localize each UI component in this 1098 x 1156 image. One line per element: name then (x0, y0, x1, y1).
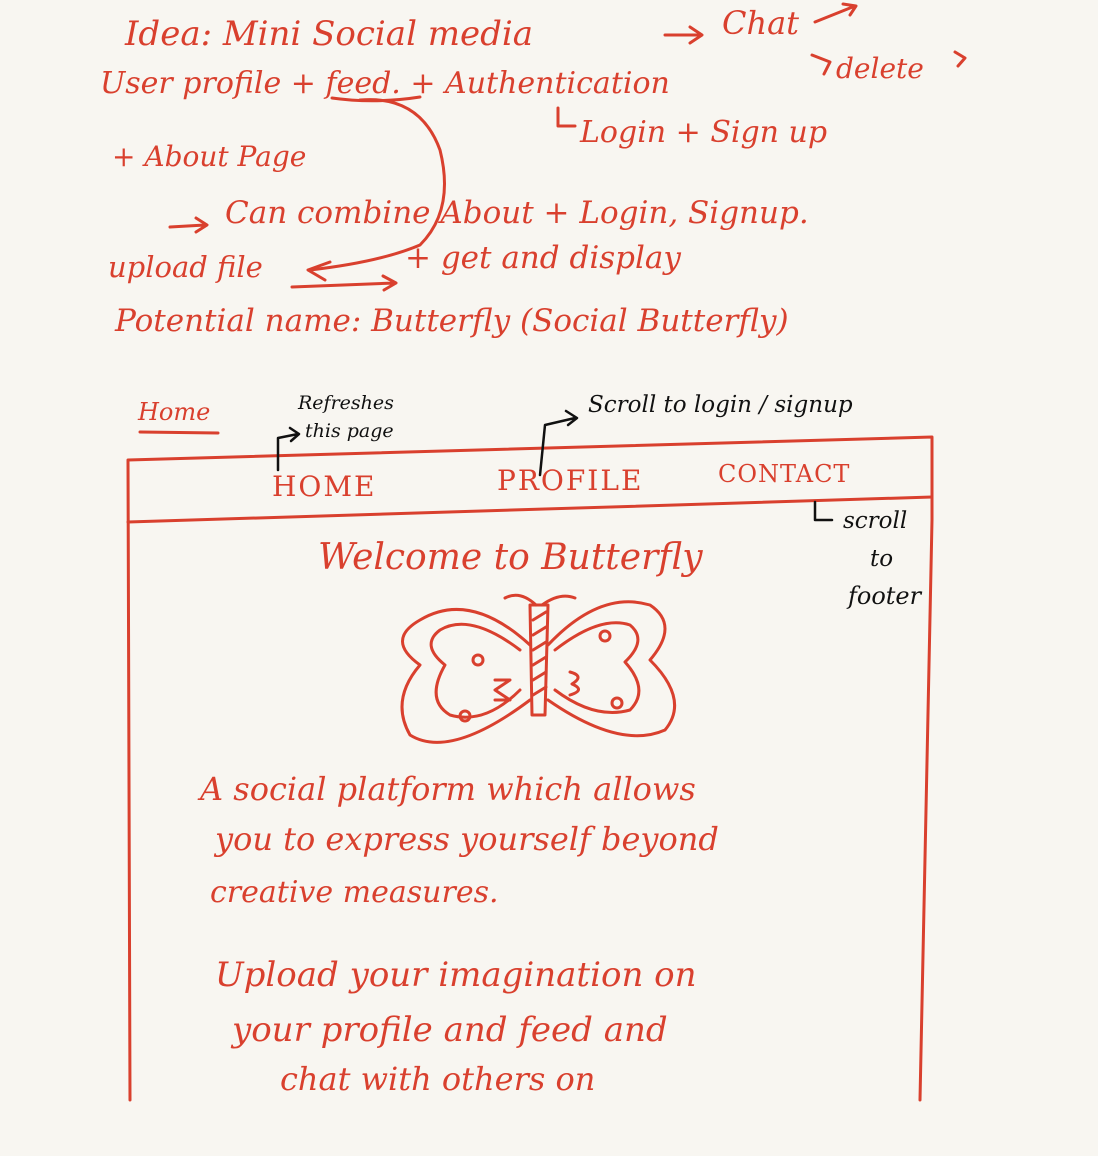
scroll-login-arrow (538, 409, 579, 477)
upload-arrowhead (306, 260, 332, 282)
chat-note: Chat (722, 4, 800, 42)
scroll-footer-note-2: to (870, 546, 894, 572)
arrow-upload-to-get (290, 274, 398, 292)
potential-name-note: Potential name: Butterfly (Social Butter… (115, 303, 789, 339)
scroll-footer-hook (813, 500, 834, 522)
arrow-combine (168, 216, 209, 234)
intro-line-2: you to express yourself beyond (215, 820, 719, 858)
intro-line-1: A social platform which allows (200, 770, 696, 808)
login-signup-note: Login + Sign up (580, 115, 828, 150)
wireframe-frame (126, 435, 934, 1102)
feed-to-upload-curve (308, 98, 446, 272)
butterfly-illustration (400, 593, 677, 744)
upload-note: upload file (108, 250, 263, 284)
intro-line-3: creative measures. (210, 875, 499, 910)
arrow-after-delete (953, 50, 967, 68)
get-display-note: + get and display (405, 240, 681, 276)
upload-line-2: your profile and feed and (232, 1010, 668, 1050)
scroll-login-note: Scroll to login / signup (588, 392, 853, 418)
about-page-note: + About Page (112, 140, 307, 173)
arrow-chat-extend (813, 2, 858, 24)
refreshes-note: Refreshes (298, 392, 394, 414)
upload-line-1: Upload your imagination on (215, 955, 697, 995)
refreshes-arrow (276, 426, 301, 472)
home-heading: Home (138, 398, 211, 426)
nav-divider (126, 495, 934, 524)
welcome-title: Welcome to Butterfly (318, 537, 703, 578)
arrow-to-chat (663, 25, 704, 45)
this-page-note: this page (305, 420, 394, 442)
home-underline (138, 430, 220, 435)
idea-line: Idea: Mini Social media (125, 14, 534, 54)
scroll-footer-note-3: footer (848, 582, 922, 610)
delete-note: delete (836, 52, 924, 85)
upload-line-3: chat with others on (280, 1060, 596, 1098)
nav-home[interactable]: HOME (272, 470, 377, 503)
arrow-to-delete (810, 53, 832, 76)
nav-profile[interactable]: PROFILE (497, 464, 644, 497)
nav-contact[interactable]: CONTACT (718, 460, 851, 488)
features-line: User profile + feed. + Authentication (100, 66, 670, 101)
scroll-footer-note-1: scroll (843, 508, 908, 534)
combine-note: Can combine About + Login, Signup. (225, 195, 809, 231)
login-hook (556, 106, 577, 128)
